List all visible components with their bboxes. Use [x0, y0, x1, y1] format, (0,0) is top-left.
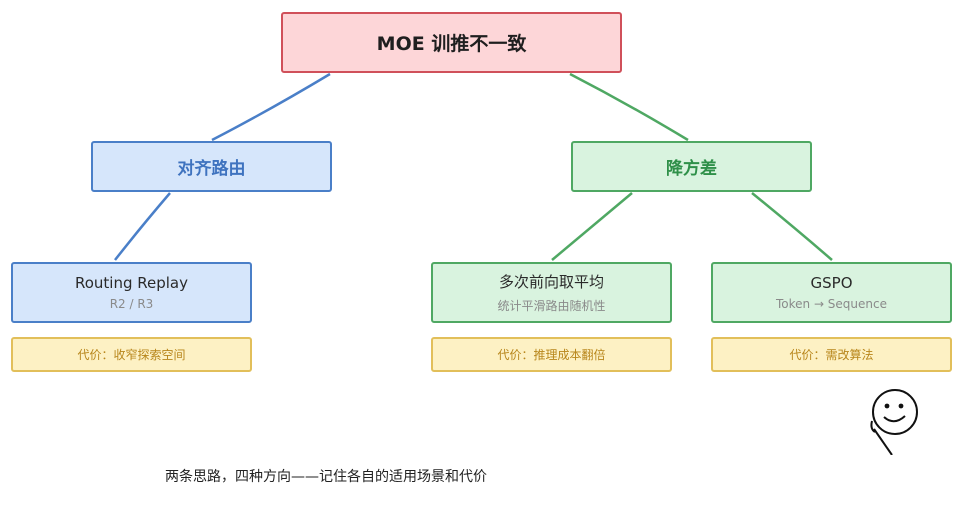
leaf-sub: Token → Sequence — [775, 297, 888, 311]
cost-routing-replay: 代价：收窄探索空间 — [11, 337, 252, 372]
cost-label: 代价：需改算法 — [789, 348, 874, 362]
leaf-gspo: GSPO Token → Sequence — [711, 262, 952, 323]
cost-multi-forward: 代价：推理成本翻倍 — [431, 337, 672, 372]
cost-label: 代价：推理成本翻倍 — [497, 348, 606, 362]
leaf-routing-replay: Routing Replay R2 / R3 — [11, 262, 252, 323]
leaf-label: 多次前向取平均 — [498, 273, 604, 291]
cost-gspo: 代价：需改算法 — [711, 337, 952, 372]
branch-reduce-variance: 降方差 — [571, 141, 812, 192]
caption-text: 两条思路，四种方向——记住各自的适用场景和代价 — [165, 469, 487, 485]
root-node: MOE 训推不一致 — [281, 12, 622, 73]
leaf-label: GSPO — [810, 274, 853, 292]
leaf-label: Routing Replay — [74, 274, 188, 292]
edge-root-variance — [569, 72, 689, 142]
edge-variance-multi — [551, 192, 633, 261]
branch-align-label: 对齐路由 — [177, 159, 246, 179]
leaf-sub: R2 / R3 — [109, 297, 154, 311]
root-label: MOE 训推不一致 — [376, 33, 527, 55]
branch-variance-label: 降方差 — [666, 159, 717, 179]
caption-fade-overlay — [520, 455, 960, 528]
leaf-sub: 统计平滑路由随机性 — [497, 299, 606, 313]
edge-variance-gspo — [751, 192, 833, 261]
leaf-multi-forward: 多次前向取平均 统计平滑路由随机性 — [431, 262, 672, 323]
edge-root-align — [211, 72, 331, 142]
edge-align-replay — [114, 192, 171, 261]
smiley-face-icon — [870, 389, 918, 456]
cost-label: 代价：收窄探索空间 — [77, 348, 186, 362]
branch-align-routing: 对齐路由 — [91, 141, 332, 192]
